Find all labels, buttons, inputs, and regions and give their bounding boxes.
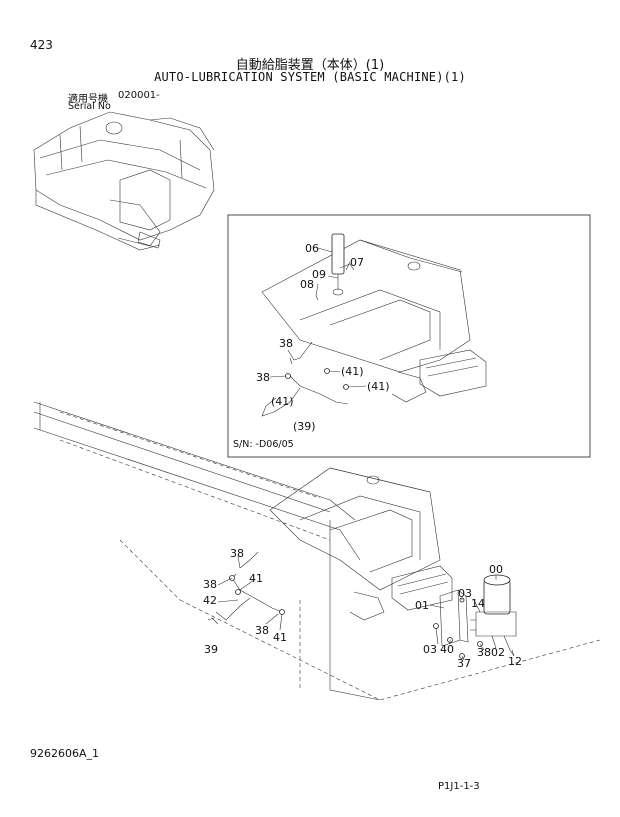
callout-38-main-c: 38 bbox=[255, 624, 269, 637]
callout-37: 37 bbox=[457, 657, 471, 670]
machine-overview-sketch bbox=[33, 111, 215, 251]
main-assembly-drawing bbox=[33, 401, 601, 701]
callout-07: 07 bbox=[350, 256, 364, 269]
callout-06: 06 bbox=[305, 242, 319, 255]
callout-40: 40 bbox=[440, 643, 454, 656]
callout-41-inset-c: (41) bbox=[271, 395, 294, 408]
callout-03-main-b: 03 bbox=[423, 643, 437, 656]
callout-12: 12 bbox=[508, 655, 522, 668]
callout-41-inset-a: (41) bbox=[341, 365, 364, 378]
callout-38-inset-b: 38 bbox=[256, 371, 270, 384]
callout-09: 09 bbox=[312, 268, 326, 281]
inset-frame bbox=[227, 214, 591, 458]
callout-41-inset-b: (41) bbox=[367, 380, 390, 393]
callout-39-main: 39 bbox=[204, 643, 218, 656]
callout-00: 00 bbox=[489, 563, 503, 576]
callout-42: 42 bbox=[203, 594, 217, 607]
callout-39-inset: (39) bbox=[293, 420, 316, 433]
callout-41-main-a: 41 bbox=[249, 572, 263, 585]
callout-08: 08 bbox=[300, 278, 314, 291]
serial-label-en: Serial No bbox=[68, 101, 111, 112]
callout-38-main-b: 38 bbox=[203, 578, 217, 591]
serial-range-note: S/N: -D06/05 bbox=[233, 439, 294, 450]
callout-01: 01 bbox=[415, 599, 429, 612]
serial-value: 020001- bbox=[118, 90, 160, 101]
callout-38-main-a: 38 bbox=[230, 547, 244, 560]
title-japanese: 自動給脂装置（本体）(1) bbox=[235, 58, 385, 73]
page-code: P1J1-1-3 bbox=[438, 781, 480, 792]
serial-label-jp: 適用号機 bbox=[68, 94, 108, 105]
inset-detail bbox=[261, 233, 487, 417]
callout-41-main-b: 41 bbox=[273, 631, 287, 644]
callout-38-main-d: 38 bbox=[477, 646, 491, 659]
callout-03-main-a: 03 bbox=[458, 587, 472, 600]
callout-38-inset-a: 38 bbox=[279, 337, 293, 350]
callout-14: 14 bbox=[471, 597, 485, 610]
page-number: 423 bbox=[30, 38, 53, 52]
document-code: 9262606A_1 bbox=[30, 747, 100, 760]
callout-02: 02 bbox=[491, 646, 505, 659]
title-english: AUTO-LUBRICATION SYSTEM (BASIC MACHINE)(… bbox=[154, 70, 466, 84]
